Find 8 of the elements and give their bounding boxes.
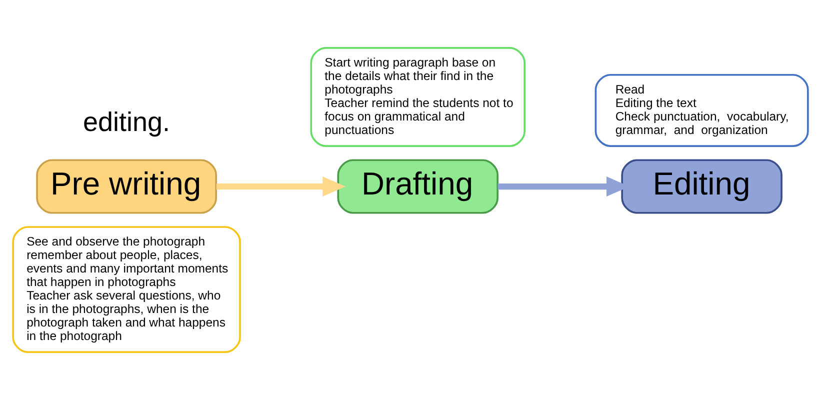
label: editing. bbox=[83, 106, 170, 137]
node-box: See and observe the photograph remember about people, places, events and many important moments that happen in photographs Teacher ask several questions, who is in the photographs, when is the photograph taken and what happens in the photograph bbox=[12, 226, 241, 354]
node-box: Start writing paragraph base on the details what their find in the photographs Teacher remind the students not to focus on grammatical and punctuations bbox=[310, 46, 526, 147]
node-box: Drafting bbox=[337, 159, 498, 214]
arrow bbox=[216, 176, 346, 197]
node-box: Editing bbox=[621, 159, 782, 214]
node-box: Read Editing the text Check punctuation, vocabulary, grammar, and organization bbox=[594, 74, 809, 147]
node-box: Pre writing bbox=[36, 159, 217, 214]
